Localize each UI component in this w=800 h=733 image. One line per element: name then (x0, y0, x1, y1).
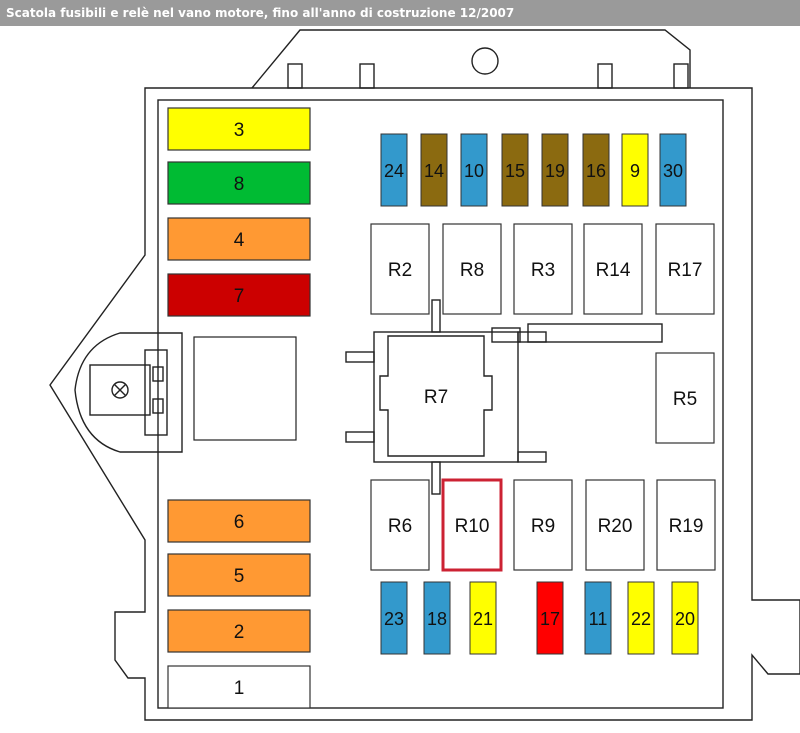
relay-label: R9 (531, 516, 555, 537)
relay-label: R10 (455, 516, 490, 537)
maxi-fuse-group: 3 8 4 7 6 5 2 1 (167, 107, 311, 709)
fuse-label: 16 (586, 161, 606, 181)
fuse-16[interactable]: 16 (582, 133, 610, 207)
fuse-label: 21 (473, 609, 493, 629)
relay-label: R20 (598, 516, 633, 537)
fuse-label: 17 (540, 609, 560, 629)
relay-r2[interactable]: R2 (370, 223, 430, 315)
fuse-23[interactable]: 23 (380, 581, 408, 655)
relay-r20[interactable]: R20 (585, 479, 645, 571)
fuse-label: 24 (384, 161, 404, 181)
relay-label: R8 (460, 260, 484, 281)
fuse-30[interactable]: 30 (659, 133, 687, 207)
maxi-fuse-6[interactable]: 6 (167, 499, 311, 543)
fuse-label: 30 (663, 161, 683, 181)
relay-r9[interactable]: R9 (513, 479, 573, 571)
maxi-fuse-label: 5 (234, 566, 245, 587)
fuse-11[interactable]: 11 (584, 581, 612, 655)
relay-label: R3 (531, 260, 555, 281)
maxi-fuse-4[interactable]: 4 (167, 217, 311, 261)
maxi-fuse-label: 2 (234, 622, 245, 643)
relay-r6[interactable]: R6 (370, 479, 430, 571)
fuse-18[interactable]: 18 (423, 581, 451, 655)
mounting-hole-icon (471, 47, 499, 75)
fuse-9[interactable]: 9 (621, 133, 649, 207)
maxi-fuse-1[interactable]: 1 (167, 665, 311, 709)
maxi-fuse-label: 1 (234, 678, 245, 699)
fuse-24[interactable]: 24 (380, 133, 408, 207)
fuse-22[interactable]: 22 (627, 581, 655, 655)
mini-fuse-group: 24 14 10 15 19 16 9 30 23 18 21 17 11 22 20 (380, 133, 699, 655)
maxi-fuse-label: 6 (234, 512, 245, 533)
relay-label: R14 (596, 260, 631, 281)
maxi-fuse-label: 8 (234, 174, 245, 195)
relay-r10[interactable]: R10 (441, 478, 503, 572)
fuse-15[interactable]: 15 (501, 133, 529, 207)
relay-r8[interactable]: R8 (442, 223, 502, 315)
relay-label: R6 (388, 516, 412, 537)
maxi-fuse-label: 4 (234, 230, 245, 251)
fuse-17[interactable]: 17 (536, 581, 564, 655)
fuse-19[interactable]: 19 (541, 133, 569, 207)
relay-label: R2 (388, 260, 412, 281)
window-title: Scatola fusibili e relè nel vano motore,… (0, 0, 800, 26)
fuse-label: 19 (545, 161, 565, 181)
maxi-fuse-2[interactable]: 2 (167, 609, 311, 653)
relay-r19[interactable]: R19 (656, 479, 716, 571)
fuse-label: 23 (384, 609, 404, 629)
maxi-fuse-label: 7 (234, 286, 245, 307)
relay-label: R5 (673, 389, 697, 410)
fuse-10[interactable]: 10 (460, 133, 488, 207)
relay-r5[interactable]: R5 (655, 352, 715, 444)
relay-r17[interactable]: R17 (655, 223, 715, 315)
relay-r3[interactable]: R3 (513, 223, 573, 315)
fuse-label: 14 (424, 161, 444, 181)
relay-label: R17 (668, 260, 703, 281)
fuse-label: 15 (505, 161, 525, 181)
maxi-fuse-label: 3 (234, 120, 245, 141)
relay-r14[interactable]: R14 (583, 223, 643, 315)
connector-cross-icon (111, 381, 129, 399)
relay-r7[interactable]: R7 (424, 387, 448, 408)
fuse-label: 11 (589, 609, 608, 629)
blank-module (193, 336, 297, 441)
housing-outline (49, 29, 800, 721)
fuse-label: 18 (427, 609, 447, 629)
maxi-fuse-3[interactable]: 3 (167, 107, 311, 151)
maxi-fuse-7[interactable]: 7 (167, 273, 311, 317)
fuse-14[interactable]: 14 (420, 133, 448, 207)
maxi-fuse-5[interactable]: 5 (167, 553, 311, 597)
relay-label: R7 (424, 387, 448, 408)
fuse-label: 10 (464, 161, 484, 181)
fuse-20[interactable]: 20 (671, 581, 699, 655)
fuse-label: 22 (631, 609, 651, 629)
relay-label: R19 (669, 516, 704, 537)
maxi-fuse-8[interactable]: 8 (167, 161, 311, 205)
fuse-label: 20 (675, 609, 695, 629)
fuse-label: 9 (630, 161, 640, 181)
fuse-21[interactable]: 21 (469, 581, 497, 655)
